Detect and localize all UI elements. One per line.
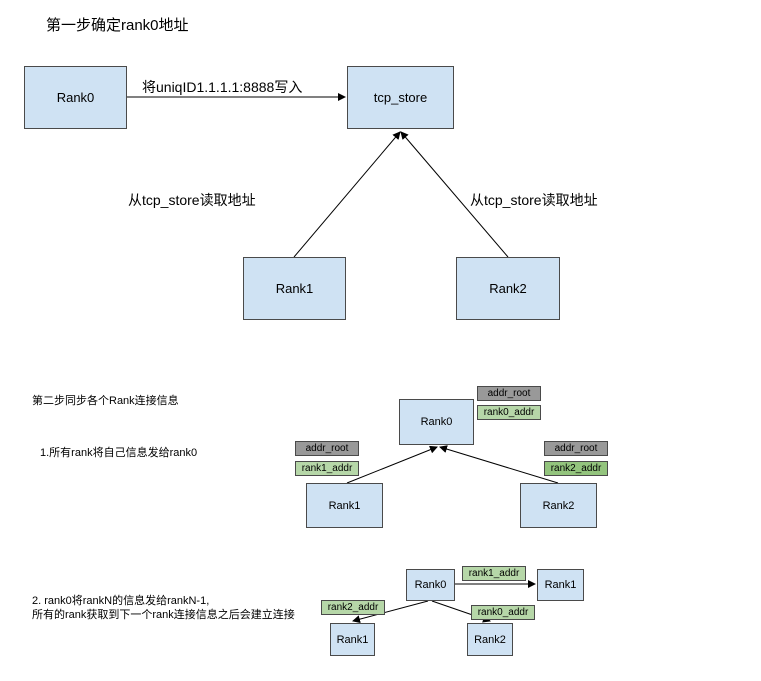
step2-title: 第二步同步各个Rank连接信息 — [32, 395, 179, 407]
p2-rank2-box: Rank2 — [467, 623, 513, 656]
step1-tcp-store-box: tcp_store — [347, 66, 454, 129]
step1-title: 第一步确定rank0地址 — [46, 17, 189, 34]
step1-rank2-box: Rank2 — [456, 257, 560, 320]
arrow-p1-rank1-to-rank0 — [346, 445, 438, 484]
arrow-p1-rank2-to-rank0 — [439, 445, 559, 484]
p2-rank2-addr-tag: rank2_addr — [321, 600, 385, 615]
step1-write-label: 将uniqID1.1.1.1:8888写入 — [142, 79, 303, 95]
p1-rank2-addr-root-tag: addr_root — [544, 441, 608, 456]
p2-rank1-right-box: Rank1 — [537, 569, 584, 601]
arrow-rank2-to-store — [400, 131, 509, 258]
arrow-rank1-to-store — [293, 131, 401, 258]
p1-rank1-addr-root-tag: addr_root — [295, 441, 359, 456]
p2-rank0-addr-tag: rank0_addr — [471, 605, 535, 620]
p1-rank0-addr-root-tag: addr_root — [477, 386, 541, 401]
step1-read-label-right: 从tcp_store读取地址 — [470, 192, 598, 208]
p1-rank1-addr-tag: rank1_addr — [295, 461, 359, 476]
step2-sub2-line2: 所有的rank获取到下一个rank连接信息之后会建立连接 — [32, 609, 295, 621]
p1-rank2-box: Rank2 — [520, 483, 597, 528]
p2-rank1-left-box: Rank1 — [330, 623, 375, 656]
step1-rank1-box: Rank1 — [243, 257, 346, 320]
p1-rank1-box: Rank1 — [306, 483, 383, 528]
p1-rank0-box: Rank0 — [399, 399, 474, 445]
arrow-p2-rank0-to-rank1-left — [352, 600, 429, 624]
step1-read-label-left: 从tcp_store读取地址 — [128, 192, 256, 208]
p1-rank0-addr-tag: rank0_addr — [477, 405, 541, 420]
p1-rank2-addr-tag: rank2_addr — [544, 461, 608, 476]
step2-sub2-line1: 2. rank0将rankN的信息发给rankN-1, — [32, 595, 210, 607]
p2-rank0-box: Rank0 — [406, 569, 455, 601]
step2-sub1: 1.所有rank将自己信息发给rank0 — [40, 447, 198, 459]
step1-rank0-box: Rank0 — [24, 66, 127, 129]
p2-rank1-addr-tag: rank1_addr — [462, 566, 526, 581]
